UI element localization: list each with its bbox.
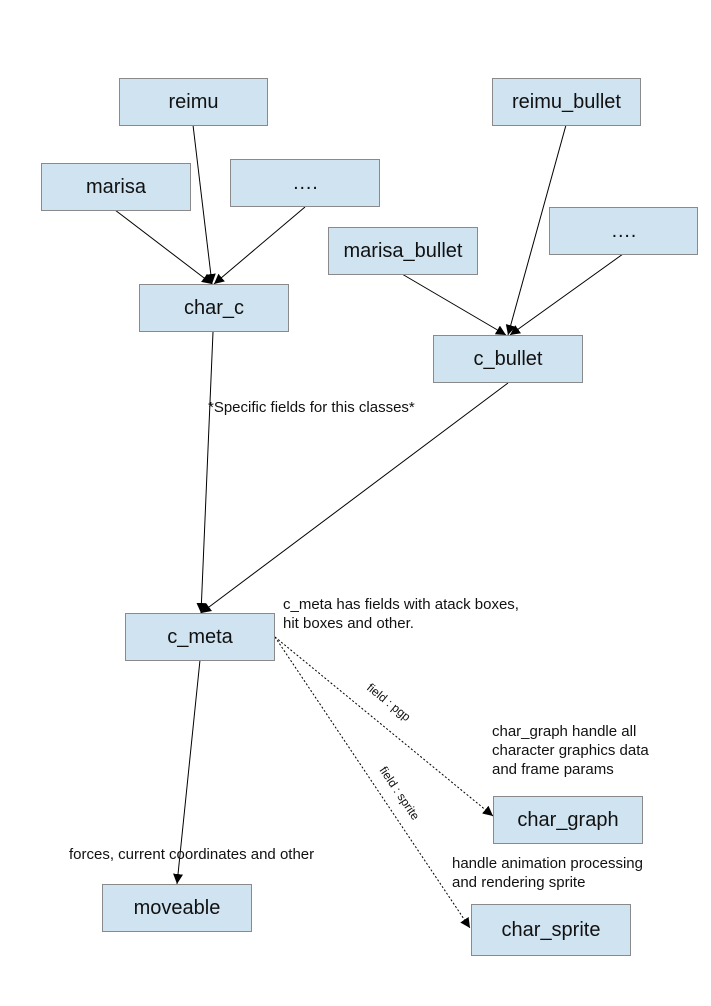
edge-marisa-to-char-c	[114, 209, 213, 285]
node-c-meta[interactable]: c_meta	[125, 613, 275, 661]
node-char-c[interactable]: char_c	[139, 284, 289, 332]
node-bullet-ellipsis[interactable]: ….	[549, 207, 698, 255]
note-char-graph-description: char_graph handle all character graphics…	[492, 723, 649, 778]
edge-reimu-to-char-c	[192, 124, 216, 285]
edge-char-c-to-c-meta	[196, 331, 214, 614]
node-char-sprite[interactable]: char_sprite	[471, 904, 631, 956]
node-marisa[interactable]: marisa	[41, 163, 191, 211]
note-char-sprite-description: handle animation processing and renderin…	[452, 855, 643, 891]
node-moveable[interactable]: moveable	[102, 884, 252, 932]
note-specific-fields: *Specific fields for this classes*	[208, 399, 415, 416]
edge-label-pgp: field : pgp	[364, 680, 414, 724]
node-char-ellipsis[interactable]: ….	[230, 159, 380, 207]
edge-char-dots-to-char-c	[213, 206, 306, 285]
note-moveable-description: forces, current coordinates and other	[69, 846, 315, 863]
note-c-meta-description: c_meta has fields with atack boxes, hit …	[283, 596, 519, 632]
edge-marisa-bullet-to-c-bullet	[401, 273, 507, 336]
node-marisa-bullet[interactable]: marisa_bullet	[328, 227, 478, 275]
edge-label-sprite: field : sprite	[377, 764, 423, 823]
node-c-bullet[interactable]: c_bullet	[433, 335, 583, 383]
node-char-graph[interactable]: char_graph	[493, 796, 643, 844]
edge-bullet-dots-to-c-bullet	[509, 253, 624, 336]
edge-c-meta-to-moveable	[173, 659, 201, 885]
node-reimu[interactable]: reimu	[119, 78, 268, 126]
edge-reimu-bullet-to-c-bullet	[505, 124, 567, 336]
node-reimu-bullet[interactable]: reimu_bullet	[492, 78, 641, 126]
edge-c-bullet-to-c-meta	[200, 382, 509, 614]
edge-c-meta-to-char-graph	[274, 636, 494, 817]
